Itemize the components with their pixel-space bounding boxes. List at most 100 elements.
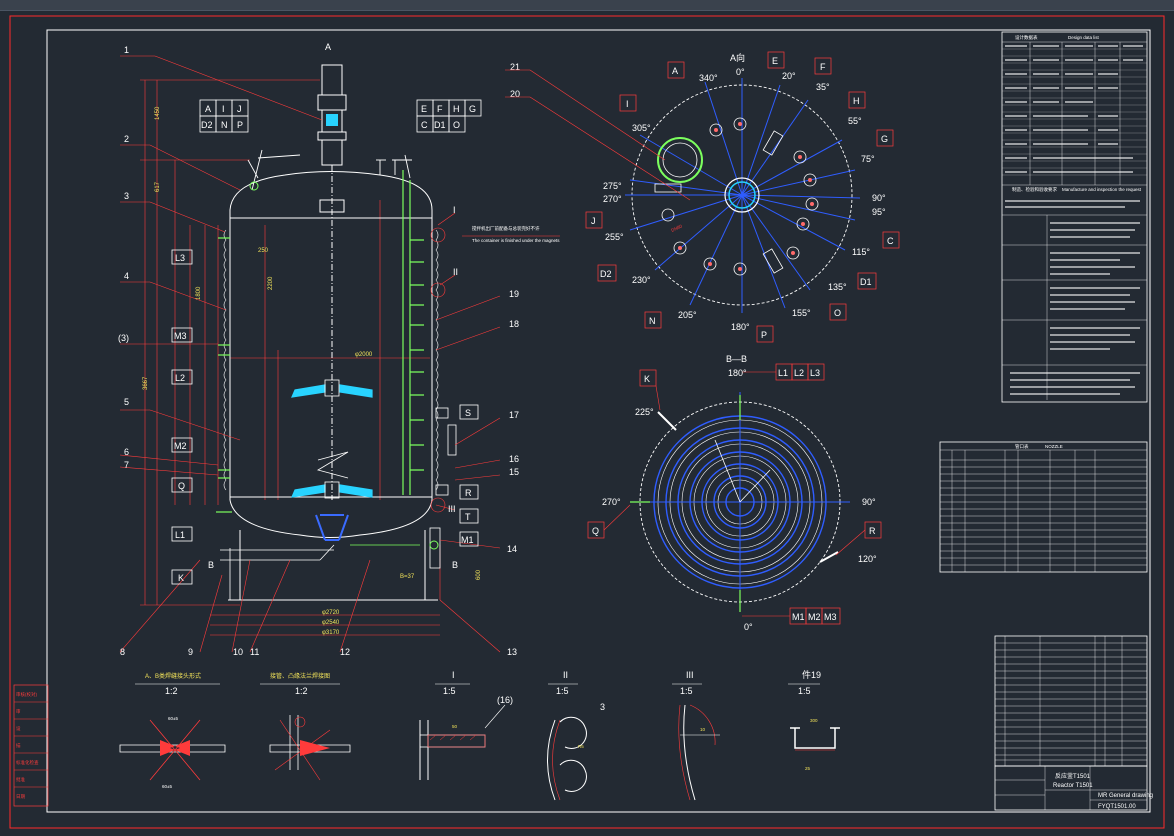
plan-angle-75: 75° xyxy=(861,154,875,164)
plan-tag-H: H xyxy=(853,96,860,106)
nozzle-R: R xyxy=(465,488,472,498)
dim-1450: 1450 xyxy=(155,106,161,120)
plan-tag-D1: D1 xyxy=(860,277,872,287)
nozzle-S: S xyxy=(465,408,471,418)
detail-views: A、B类焊缝接头形式 1:2 接管、凸缘法兰焊接图 1:2 I 1:5 II 1… xyxy=(119,669,840,801)
plan-angle-205: 205° xyxy=(678,310,697,320)
tag-P: P xyxy=(237,120,243,130)
detail-19-d25: 25 xyxy=(805,766,811,771)
tag-I: I xyxy=(222,104,225,114)
nozzle-table-title: 管口表 xyxy=(1015,443,1029,450)
detail-scale-0: 1:2 xyxy=(165,686,178,696)
nozzle-table-title-en: NOZZLE xyxy=(1045,444,1063,449)
plan-angle-95: 95° xyxy=(872,207,886,217)
section-angle-0: 0° xyxy=(744,622,753,632)
section-tag-L2: L2 xyxy=(794,368,804,378)
plan-angle-115: 115° xyxy=(852,247,870,257)
dim-1800: 1800 xyxy=(196,286,202,300)
part-number-5: 5 xyxy=(124,397,129,407)
plan-tag-O: O xyxy=(834,308,841,318)
tag-A: A xyxy=(205,104,211,114)
section-angle-225: 225° xyxy=(635,407,654,417)
bottom-b-label-right: B xyxy=(452,560,458,570)
callout-II-label: II xyxy=(453,267,458,277)
part-number-19: 19 xyxy=(509,289,519,299)
plan-tag-E: E xyxy=(772,56,778,66)
title-sheet-desc: MR General drawing xyxy=(1098,793,1153,799)
section-tag-R: R xyxy=(869,526,876,536)
dim-2200: 2200 xyxy=(268,276,274,290)
part-number-3: 3 xyxy=(124,191,129,201)
section-angle-180: 180° xyxy=(728,368,747,378)
view-a-arrow-label: A xyxy=(325,42,331,52)
tag-F: F xyxy=(437,104,443,114)
inner-border xyxy=(46,29,1151,813)
part-number-17: 17 xyxy=(509,410,519,420)
plan-tag-A: A xyxy=(672,66,678,76)
plan-angle-270: 270° xyxy=(603,194,622,204)
part-number-1: 1 xyxy=(124,45,129,55)
tag-D2: D2 xyxy=(201,120,213,130)
detail-title-2: I xyxy=(452,670,455,680)
plan-tag-N: N xyxy=(649,316,656,326)
plan-title: A向 xyxy=(730,52,745,63)
cad-drawing: 1 2 3 4 (3) 5 6 7 8 9 10 11 12 13 14 15 … xyxy=(9,15,1165,829)
nozzle-Q: Q xyxy=(178,481,185,491)
part-number-6: 6 xyxy=(124,447,129,457)
nozzle-M3: M3 xyxy=(174,331,187,341)
detail-title-1: 接管、凸缘法兰焊接图 xyxy=(270,672,330,680)
side-label-1: 审 xyxy=(16,708,21,715)
part-number-11: 11 xyxy=(250,647,259,657)
side-label-4: 标准化检查 xyxy=(16,759,39,766)
part-number-18: 18 xyxy=(509,319,519,329)
dim-phi-3170: φ3170 xyxy=(322,630,340,636)
elevation-view: 1 2 3 4 (3) 5 6 7 8 9 10 11 12 13 14 15 … xyxy=(118,42,560,657)
part-number-9: 9 xyxy=(188,647,193,657)
dim-600: 600 xyxy=(476,569,482,580)
plan-angle-305: 305° xyxy=(632,123,651,133)
side-label-6: 日期 xyxy=(16,794,25,800)
detail-scale-3: 1:5 xyxy=(556,686,569,696)
plan-view: DN80 A E F H G I J xyxy=(505,51,900,343)
left-revision-box: 审核(校对) 审 设 描 标准化检查 批准 日期 xyxy=(13,684,49,807)
note-cn: 搅拌机出厂前配备与总装完好不许 xyxy=(472,225,540,232)
plan-angle-275: 275° xyxy=(603,181,622,191)
detail-I-d50: 50 xyxy=(452,724,458,729)
nozzle-M1: M1 xyxy=(461,535,474,545)
side-label-0: 审核(校对) xyxy=(16,691,37,698)
plan-angle-135: 135° xyxy=(828,282,847,292)
window-title-bar xyxy=(0,0,1174,11)
section-tag-Q: Q xyxy=(592,526,599,536)
section-tag-M1: M1 xyxy=(792,612,805,622)
part-number-2: 2 xyxy=(124,134,129,144)
tag-D1: D1 xyxy=(434,120,446,130)
plan-red-annotation: DN80 xyxy=(670,223,683,233)
plan-tag-I: I xyxy=(626,99,629,109)
dim-617: 617 xyxy=(155,181,161,192)
design-data-title: 设计数据表 xyxy=(1015,34,1038,41)
detail-II-d3: 3 xyxy=(600,702,605,712)
bottom-b-label: B xyxy=(208,560,214,570)
plan-angle-255: 255° xyxy=(605,232,624,242)
section-tag-K: K xyxy=(644,374,650,384)
detail-scale-2: 1:5 xyxy=(443,686,456,696)
part-number-14: 14 xyxy=(507,544,517,554)
plan-tag-C: C xyxy=(887,236,894,246)
part-number-3b: (3) xyxy=(118,333,129,343)
detail-19-d300: 300 xyxy=(810,718,818,723)
plan-tag-P: P xyxy=(761,330,767,340)
plan-angle-20: 20° xyxy=(782,71,796,81)
section-bb-view: B—B L1 L2 L3 M1 M2 M3 Q R K 180° 225° 27… xyxy=(587,354,882,632)
side-label-2: 设 xyxy=(16,725,21,732)
design-data-table: 设计数据表 Design data list 制造、检验和验收要求 Manufa… xyxy=(1001,31,1148,403)
parts-list-table xyxy=(994,635,1148,767)
plan-angle-0: 0° xyxy=(736,67,745,77)
title-block: 反应釜T1501 Reactor T1501 MR General drawin… xyxy=(994,765,1153,811)
detail-title-0: A、B类焊缝接头形式 xyxy=(145,672,201,680)
inspection-title-en: Manufacture and inspection the request xyxy=(1062,187,1142,192)
title-name-cn: 反应釜T1501 xyxy=(1055,772,1091,780)
plan-angle-180: 180° xyxy=(731,322,750,332)
callout-I-label: I xyxy=(453,205,456,215)
plan-angle-90: 90° xyxy=(872,193,886,203)
detail-III-d10: 10 xyxy=(700,727,706,732)
